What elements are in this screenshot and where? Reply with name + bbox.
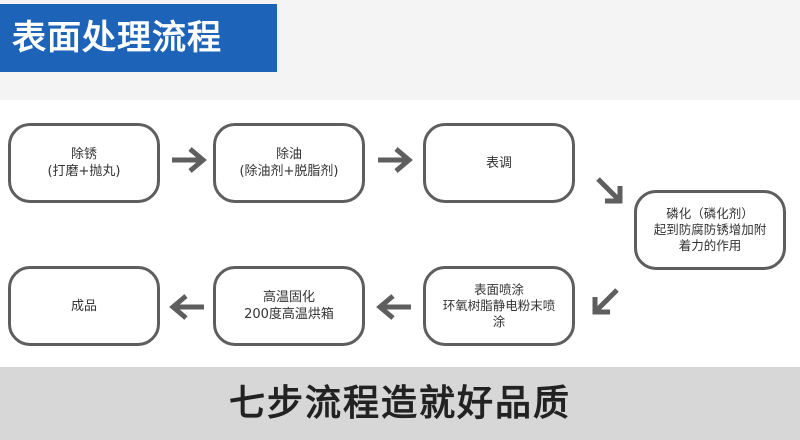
arrow-down-right-icon [596,177,623,204]
step-phosphating: 磷化（磷化剂） 起到防腐防锈增加附 着力的作用 [634,190,786,270]
step-label: 表调 [485,155,512,171]
arrow-down-left-icon [592,288,619,315]
step-finished-product: 成品 [8,266,160,346]
step-surface-conditioning: 表调 [423,123,575,203]
arrow-left-icon [376,294,411,320]
step-high-temp-curing: 高温固化 200度高温烘箱 [213,266,365,346]
arrow-right-icon [378,147,413,173]
step-label: 高温固化 200度高温烘箱 [244,290,334,322]
step-rust-removal: 除锈 (打磨+抛丸) [8,123,160,203]
page-title: 表面处理流程 [0,4,277,72]
footer-slogan: 七步流程造就好品质 [228,383,571,424]
step-label: 成品 [70,298,97,314]
footer-band: 七步流程造就好品质 [0,367,800,440]
step-label: 除油 (除油剂+脱脂剂) [239,147,339,179]
step-label: 磷化（磷化剂） 起到防腐防锈增加附 着力的作用 [653,206,767,253]
step-label: 表面喷涂 环氧树脂静电粉末喷 涂 [442,282,556,329]
step-label: 除锈 (打磨+抛丸) [47,147,121,179]
arrow-right-icon [172,147,207,173]
arrow-left-icon [169,294,204,320]
step-powder-coating: 表面喷涂 环氧树脂静电粉末喷 涂 [423,266,575,346]
step-degreasing: 除油 (除油剂+脱脂剂) [213,123,365,203]
